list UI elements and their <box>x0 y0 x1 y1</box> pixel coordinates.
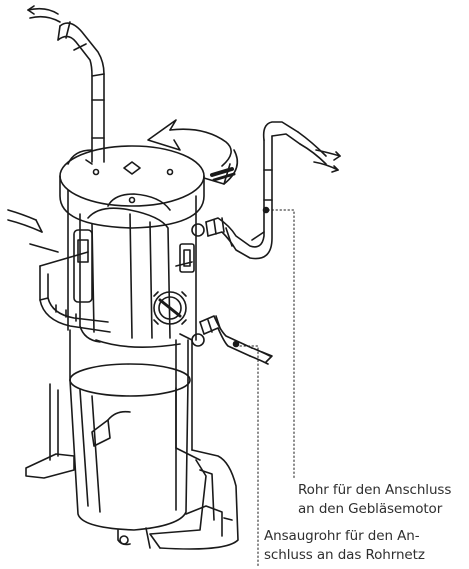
label-suction-pipe-line1: Ansaugrohr für den An- <box>264 528 420 544</box>
label-blower-pipe-line1: Rohr für den Anschluss <box>298 482 452 498</box>
dust-canister <box>69 329 191 531</box>
airflow-left-icon <box>7 209 59 253</box>
wall-stand <box>25 333 239 550</box>
label-suction-pipe-line2: schluss an das Rohrnetz <box>264 547 425 563</box>
unit-lid <box>59 145 205 229</box>
leader-lines <box>235 209 295 567</box>
label-suction-pipe: Ansaugrohr für den An- schluss an das Ro… <box>264 527 425 565</box>
carrying-handle <box>39 251 193 333</box>
suction-pipe <box>199 315 273 365</box>
label-blower-pipe: Rohr für den Anschluss an den Gebläsemot… <box>298 481 451 519</box>
airflow-blower-icon <box>313 149 341 173</box>
motor-housing <box>67 189 197 343</box>
motor-side-connector <box>179 223 205 347</box>
rotation-arrow-icon <box>147 119 239 185</box>
airflow-top-left-icon <box>27 5 61 23</box>
connection-flange <box>153 291 187 325</box>
label-blower-pipe-line2: an den Gebläsemotor <box>298 501 443 517</box>
exhaust-pipe-top <box>57 21 105 163</box>
blower-pipe <box>205 121 327 260</box>
